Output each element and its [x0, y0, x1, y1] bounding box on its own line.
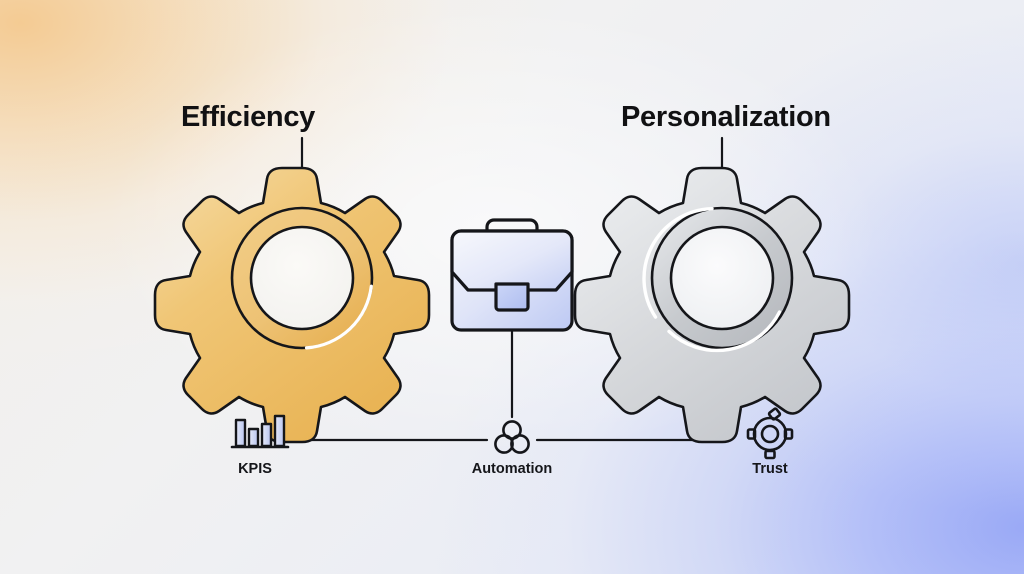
bar-chart-icon-kpis[interactable]	[230, 414, 290, 449]
gear-highlight-arc-efficiency	[304, 284, 373, 350]
gear-icon-personalization[interactable]	[573, 166, 851, 444]
trust-outer-ring	[752, 416, 788, 452]
automation-circle-right	[510, 434, 530, 454]
three-circles-icon-automation[interactable]	[494, 420, 530, 454]
node-label-trust: Trust	[752, 461, 788, 477]
kpis-bar-1	[234, 418, 247, 448]
trust-nub-bottom	[764, 449, 776, 460]
gear-icon-efficiency[interactable]	[153, 166, 431, 444]
badge-target-icon-trust[interactable]	[746, 407, 794, 460]
kpis-bar-3	[260, 422, 273, 448]
trust-inner-ring	[760, 424, 780, 444]
gear-highlight-arc-personalization-top	[642, 207, 714, 319]
briefcase-handle	[485, 218, 539, 234]
briefcase-latch	[494, 282, 530, 312]
briefcase-icon[interactable]	[450, 218, 574, 332]
trust-nub-right	[783, 428, 794, 440]
gear-highlight-arc-personalization-bottom	[667, 310, 782, 353]
gear-hole-personalization	[669, 225, 775, 331]
node-label-automation: Automation	[471, 461, 553, 477]
page-title-personalization: Personalization	[621, 101, 831, 133]
briefcase-flap	[450, 229, 574, 292]
trust-nub-top	[767, 407, 782, 421]
trust-nub-left	[746, 428, 757, 440]
page-title-efficiency: Efficiency	[181, 101, 315, 133]
kpis-bar-4	[273, 414, 286, 448]
node-label-kpis: KPIS	[238, 461, 272, 477]
automation-circle-left	[494, 434, 514, 454]
kpis-bar-2	[247, 427, 260, 448]
gear-hole-efficiency	[249, 225, 355, 331]
